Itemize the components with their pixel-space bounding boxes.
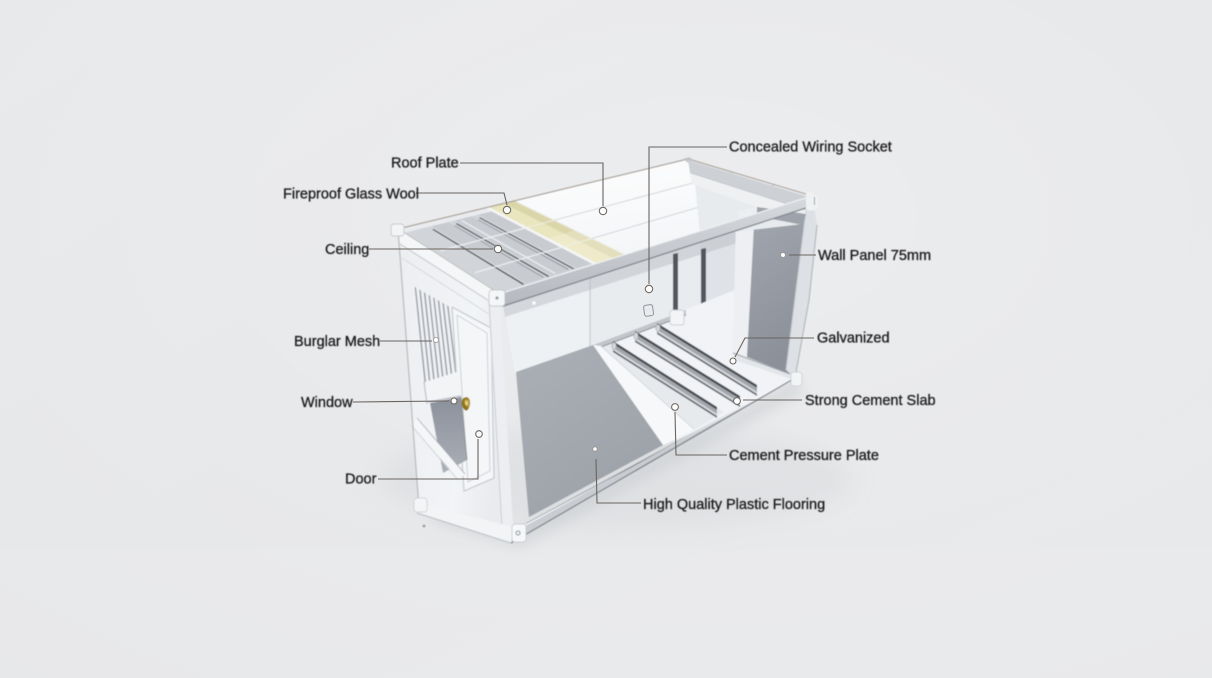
svg-text:Cement Pressure Plate: Cement Pressure Plate xyxy=(729,448,879,464)
svg-text:Burglar Mesh: Burglar Mesh xyxy=(294,334,380,350)
svg-text:Window: Window xyxy=(301,395,353,411)
svg-text:Wall Panel 75mm: Wall Panel 75mm xyxy=(818,248,931,264)
svg-text:Roof Plate: Roof Plate xyxy=(391,156,459,172)
svg-text:Ceiling: Ceiling xyxy=(325,242,369,258)
svg-text:Fireproof Glass Wool: Fireproof Glass Wool xyxy=(283,187,419,203)
svg-text:Strong Cement Slab: Strong Cement Slab xyxy=(805,393,936,409)
svg-text:Door: Door xyxy=(345,472,377,488)
svg-text:Concealed Wiring Socket: Concealed Wiring Socket xyxy=(729,140,892,156)
svg-text:Galvanized: Galvanized xyxy=(817,331,890,347)
svg-text:High Quality Plastic Flooring: High Quality Plastic Flooring xyxy=(643,497,825,513)
